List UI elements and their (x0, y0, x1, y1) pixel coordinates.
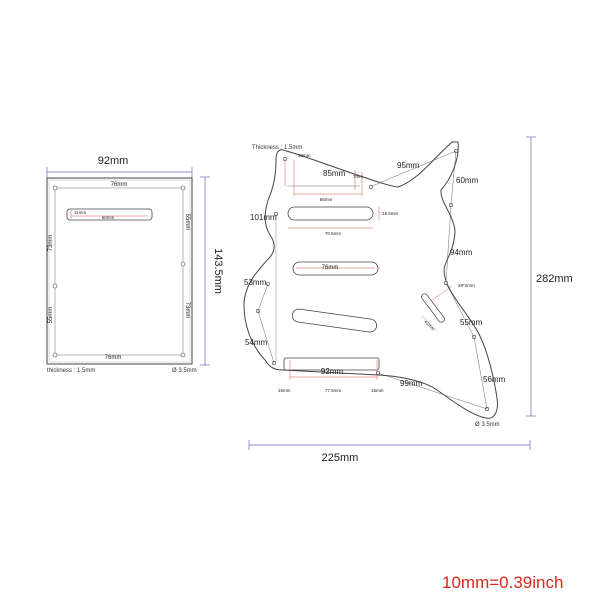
dim-7-label: 7mm (353, 174, 363, 179)
dim-76-label: 76mm (322, 265, 339, 271)
pickguard-left-bottom-dim-line (257, 310, 275, 364)
backplate-slot (66, 208, 153, 221)
dim-95-label: 95mm (397, 161, 420, 170)
control-cutout (283, 357, 380, 371)
backplate-hole (52, 352, 58, 358)
backplate-right-upper-label: 55mm (184, 214, 190, 231)
pickguard-thickness-label: Thickness : 1.5mm (252, 145, 302, 151)
dim-99-line (377, 372, 488, 410)
backplate-slot-width-label: 60mm (102, 215, 115, 220)
dim-94-label: 94mm (450, 248, 473, 257)
dim-55-line (445, 282, 475, 338)
dim-32-label: 32mm (298, 153, 311, 158)
pickguard-hole (368, 185, 373, 190)
neck-pickup-cutout (287, 206, 374, 221)
backplate-hole (52, 283, 58, 289)
dim-41-line (421, 315, 438, 332)
dim-56-bottom-label: 56mm (483, 375, 506, 384)
dim-60-label: 60mm (456, 176, 479, 185)
backplate-right-lower-label: 73mm (184, 302, 190, 319)
dim-99-label: 99mm (400, 379, 423, 388)
switch-slot-cutout (421, 293, 445, 323)
dim-94-line (445, 204, 452, 284)
dim-53-label: 53mm (244, 278, 267, 287)
backplate-hole-label: Ø 3.5mm (172, 368, 197, 374)
backplate-left-lower-label: 55mm (48, 307, 54, 324)
dim-56-top-label: 56mm (320, 197, 333, 202)
dim-85-label: 85mm (323, 169, 346, 178)
dim-77-5-label: 77.5mm (325, 388, 342, 393)
dim-92-label: 92mm (321, 367, 344, 376)
backplate-thickness-label: thickness : 1.5mm (47, 368, 95, 374)
dim-28x2-line (430, 285, 453, 302)
dim-54-label: 54mm (245, 338, 268, 347)
conversion-note: 10mm=0.39inch (442, 573, 563, 592)
backplate-hole (180, 352, 186, 358)
backplate-outline (46, 177, 193, 365)
backplate-inner-outline (48, 179, 191, 363)
bridge-pickup-cutout (291, 308, 377, 333)
pickguard-width-label: 225mm (322, 452, 359, 464)
dim-16-label: 16mm (278, 388, 291, 393)
backplate-slot-height-label: 11mm (74, 210, 86, 215)
dim-15-label: 15mm (371, 388, 384, 393)
dim-101-label: 101mm (250, 213, 277, 222)
dim-18-5-label: 18.5mm (382, 211, 399, 216)
backplate-height-label: 143.5mm (212, 248, 224, 294)
backplate-hole (180, 185, 186, 191)
middle-pickup-cutout (292, 261, 379, 276)
pickguard-drawing: 225mm 282mm 32mm 85mm 56mm (243, 136, 573, 464)
backplate-hole (52, 185, 58, 191)
pickguard-hole-label: Ø 3.5mm (475, 422, 500, 428)
pickguard-left-dim-line (257, 283, 269, 312)
backplate-left-upper-label: 73mm (48, 235, 54, 252)
backplate-screw-holes (52, 185, 186, 358)
dim-28x2-label: 28*2mm (458, 283, 475, 288)
dim-70-5-label: 70.5mm (325, 231, 342, 236)
switch-slot (421, 293, 445, 323)
backplate-drawing: 92mm 143.5mm 76mm 60mm 11mm 55mm 73mm 73… (46, 155, 224, 374)
dim-95-line (371, 150, 457, 187)
dim-60-line (450, 150, 457, 206)
pickguard-height-label: 282mm (536, 273, 573, 285)
backplate-hole (180, 261, 186, 267)
dim-56-bottom-line (473, 336, 488, 410)
dim-55-label: 55mm (460, 318, 483, 327)
backplate-width-label: 92mm (98, 155, 129, 167)
backplate-bottom-inner-label: 76mm (105, 355, 122, 361)
backplate-top-inner-label: 76mm (111, 182, 128, 188)
